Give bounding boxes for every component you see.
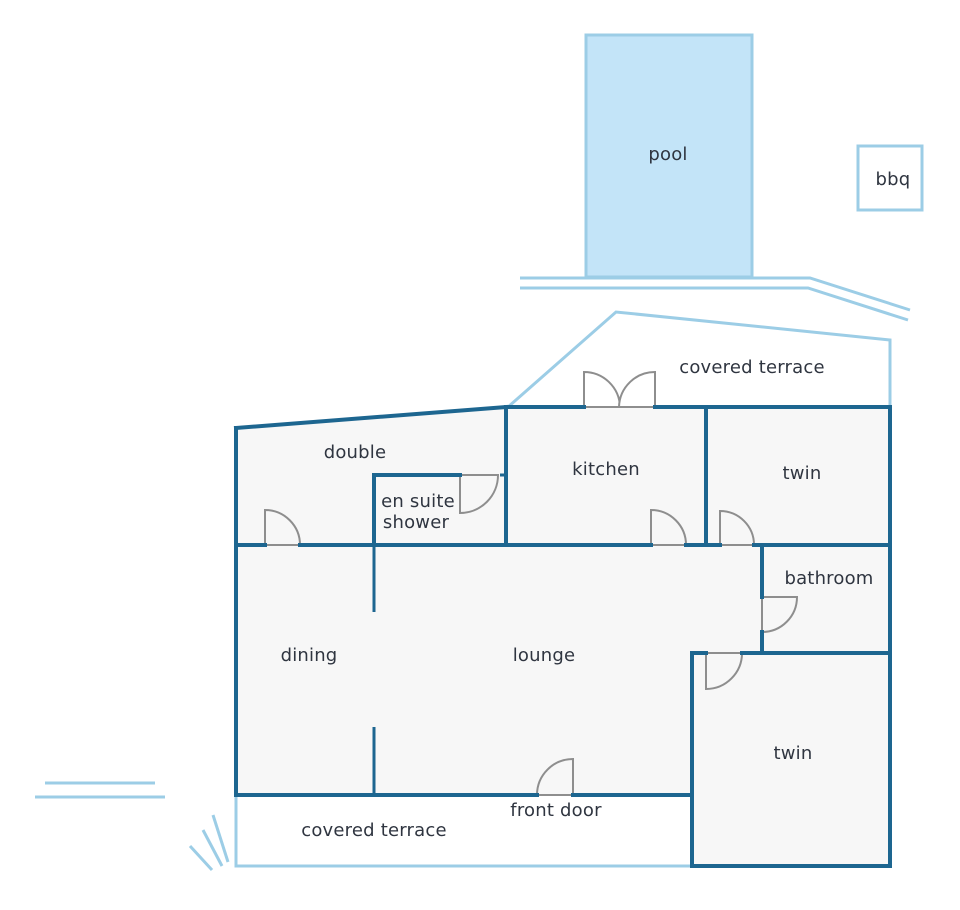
walls	[233, 404, 892, 868]
bbq	[856, 144, 924, 212]
en-suite-label: en suite	[381, 491, 455, 512]
bathroom-label: bathroom	[784, 568, 873, 589]
front-door-label: front door	[510, 800, 602, 821]
door-swings	[264, 370, 799, 796]
lounge-label: lounge	[513, 645, 576, 666]
covered-terrace-back-label: covered terrace	[679, 357, 824, 378]
shower-label: shower	[383, 512, 450, 533]
kitchen-label: kitchen	[572, 459, 640, 480]
back-terrace-outline	[507, 310, 892, 409]
step-marks	[188, 814, 230, 872]
pool-label: pool	[648, 144, 687, 165]
pool	[584, 33, 754, 279]
twin-top-label: twin	[783, 463, 822, 484]
covered-terrace-front-label: covered terrace	[301, 820, 446, 841]
bbq-label: bbq	[876, 169, 911, 190]
front-terrace-outline	[234, 795, 694, 868]
path-lines	[35, 781, 165, 799]
pool-deck-edge	[520, 276, 911, 322]
twin-bottom-label: twin	[774, 743, 813, 764]
dining-label: dining	[281, 645, 338, 666]
double-label: double	[324, 442, 387, 463]
